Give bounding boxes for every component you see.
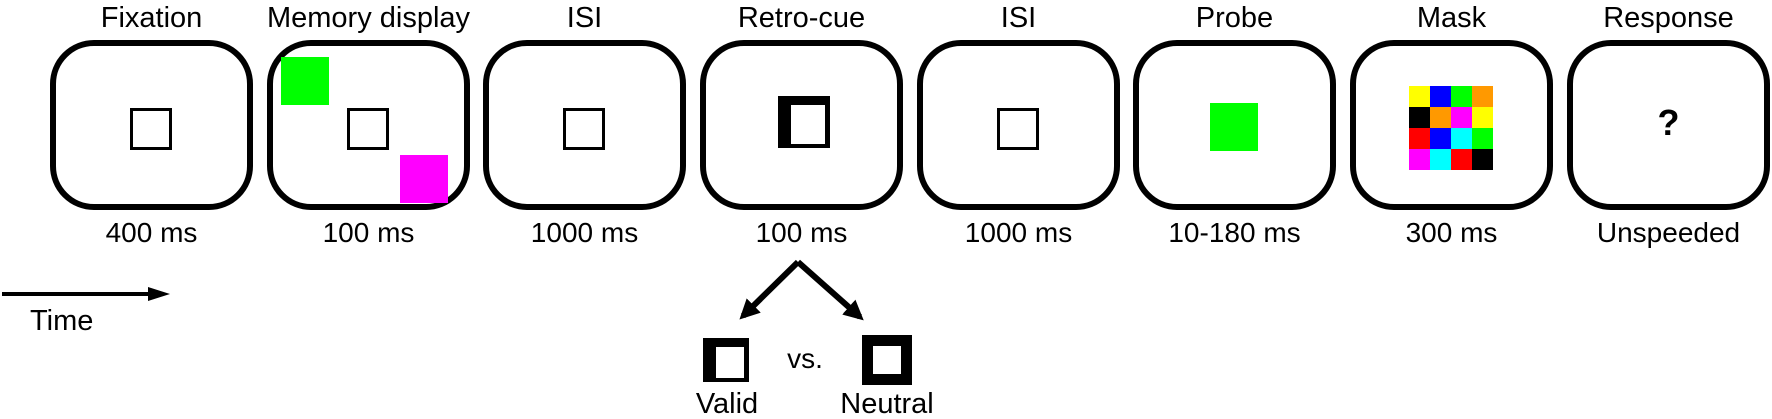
- valid-label: Valid: [695, 388, 759, 419]
- stage-title: Probe: [1195, 2, 1274, 34]
- response-question-mark: ?: [1657, 102, 1680, 143]
- stage-title: ISI: [566, 2, 603, 34]
- neutral-cue-square: [862, 335, 912, 385]
- mask-cell: [1409, 86, 1430, 107]
- probe-green-square: [1210, 103, 1258, 151]
- screen-panel: [700, 40, 903, 210]
- mask-cell: [1451, 107, 1472, 128]
- vs-label: vs.: [787, 343, 823, 374]
- mask-cell: [1409, 128, 1430, 149]
- stage-isi-1: ISI 1000 ms: [483, 0, 686, 260]
- mask-cell: [1451, 149, 1472, 170]
- mask-cell: [1430, 107, 1451, 128]
- stage-title: Response: [1603, 2, 1734, 34]
- cue-branch-arrows-icon: [739, 259, 864, 321]
- mask-grid: [1409, 86, 1493, 170]
- stage-duration: Unspeeded: [1596, 217, 1741, 248]
- mask-cell: [1430, 149, 1451, 170]
- mask-cell: [1409, 149, 1430, 170]
- valid-cue-square: [703, 338, 749, 382]
- screen-panel: [50, 40, 253, 210]
- stage-isi-2: ISI 1000 ms: [917, 0, 1120, 260]
- screen-panel: [917, 40, 1120, 210]
- mask-cell: [1472, 86, 1493, 107]
- stage-mask: Mask 300 ms: [1350, 0, 1553, 260]
- mask-cell: [1472, 149, 1493, 170]
- stage-memory-display: Memory display 100 ms: [267, 0, 470, 260]
- memory-item-green-square: [281, 57, 329, 105]
- mask-cell: [1409, 107, 1430, 128]
- stage-duration: 1000 ms: [530, 217, 639, 248]
- screen-panel: [483, 40, 686, 210]
- fixation-outline-square: [130, 108, 172, 150]
- stage-title: Retro-cue: [737, 2, 866, 34]
- stage-fixation: Fixation 400 ms: [50, 0, 253, 260]
- mask-cell: [1451, 86, 1472, 107]
- fixation-outline-square: [347, 108, 389, 150]
- stage-title: Mask: [1416, 2, 1487, 34]
- time-arrow-icon: [2, 287, 170, 301]
- screen-panel: ?: [1567, 40, 1770, 210]
- screen-panel: [1350, 40, 1553, 210]
- fixation-outline-square: [997, 108, 1039, 150]
- stage-duration: 100 ms: [322, 217, 415, 248]
- mask-cell: [1430, 86, 1451, 107]
- mask-cell: [1430, 128, 1451, 149]
- mask-cell: [1451, 128, 1472, 149]
- fixation-outline-square: [563, 108, 605, 150]
- stage-duration: 1000 ms: [964, 217, 1073, 248]
- stage-title: Memory display: [266, 2, 471, 34]
- screen-panel: [1133, 40, 1336, 210]
- mask-cell: [1472, 107, 1493, 128]
- mask-cell: [1472, 128, 1493, 149]
- screen-panel: [267, 40, 470, 210]
- neutral-label: Neutral: [840, 388, 934, 419]
- stage-duration: 300 ms: [1405, 217, 1498, 248]
- stage-duration: 400 ms: [105, 217, 198, 248]
- stage-title: Fixation: [100, 2, 203, 34]
- stage-title: ISI: [1000, 2, 1037, 34]
- stage-retro-cue: Retro-cue 100 ms: [700, 0, 903, 260]
- stage-duration: 10-180 ms: [1168, 217, 1301, 248]
- time-label: Time: [30, 305, 94, 337]
- memory-item-magenta-square: [400, 155, 448, 203]
- stage-probe: Probe 10-180 ms: [1133, 0, 1336, 260]
- retro-cue-square: [778, 96, 830, 148]
- stage-duration: 100 ms: [755, 217, 848, 248]
- stage-response: Response ? Unspeeded: [1567, 0, 1770, 260]
